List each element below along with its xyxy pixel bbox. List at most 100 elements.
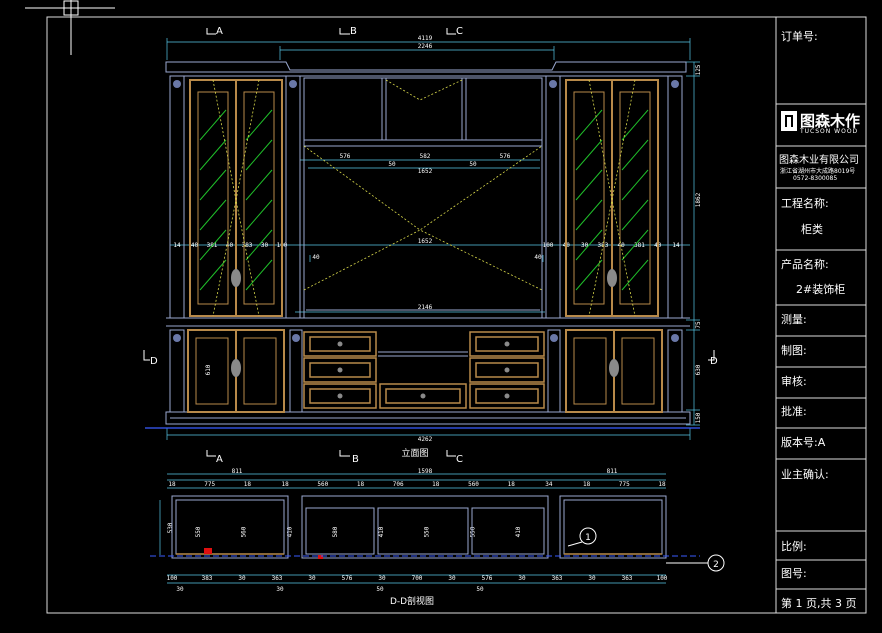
sec-top-row-value: 18 [281, 481, 289, 488]
marker-d-left: D [150, 356, 158, 367]
sec-bottom-row-value: 576 [342, 575, 353, 582]
scale-label: 比例: [781, 540, 807, 553]
approve-label: 批准: [781, 405, 807, 418]
left-row-dims-value: 30 [261, 242, 269, 249]
project-value: 柜类 [801, 223, 823, 236]
sec-bottom-sub-value: 30 [176, 586, 184, 593]
drafter-label: 制图: [781, 344, 807, 357]
sec-top-row-value: 775 [619, 481, 630, 488]
sec-bottom-row-value: 30 [518, 575, 526, 582]
left-row-dims-value: 40 [191, 242, 199, 249]
marker-c-bottom: C [456, 454, 463, 465]
project-label: 工程名称: [781, 197, 829, 210]
logo-subtext: TUCSON WOOD [800, 128, 859, 135]
marker-d-right: D [710, 356, 718, 367]
sec-heights-value: 410 [286, 526, 293, 537]
callout-1: 1 [585, 533, 591, 543]
sec-bottom-row-value: 30 [588, 575, 596, 582]
marker-a-top: A [216, 26, 223, 37]
sec-bottom-row-value: 363 [272, 575, 283, 582]
sec-top-row-value: 34 [545, 481, 553, 488]
right-row-dims-value: 30 [581, 242, 589, 249]
red-mark-1 [204, 548, 212, 554]
title-block-grid [776, 103, 866, 590]
sec-dim-top-right: 811 [607, 468, 618, 475]
sec-top-row-value: 18 [583, 481, 591, 488]
sec-bottom-row-value: 30 [308, 575, 316, 582]
sec-bottom-row-value: 30 [378, 575, 386, 582]
company-name: 图森木业有限公司 [779, 155, 859, 166]
drawing-no-label: 图号: [781, 567, 807, 580]
red-mark-2 [318, 555, 323, 559]
marker-c-top: C [456, 26, 463, 37]
dim-576-left: 576 [340, 153, 351, 160]
sec-bottom-row-value: 30 [238, 575, 246, 582]
sec-bottom-row-value: 576 [482, 575, 493, 582]
sec-heights-value: 580 [332, 526, 339, 537]
review-label: 审核: [781, 375, 807, 388]
logo-text: 图森木作 [800, 112, 861, 130]
marker-b-top: B [350, 26, 357, 37]
company-phone: 0572-8300085 [793, 175, 838, 182]
marker-a-bottom: A [216, 454, 223, 465]
sec-bottom-row-value: 30 [448, 575, 456, 582]
product-value: 2#装饰柜 [796, 283, 846, 296]
sec-top-row-value: 560 [468, 481, 479, 488]
marker-b-bottom: B [352, 454, 359, 465]
right-row-dims-value: 14 [672, 242, 680, 249]
sec-heights-value: 410 [515, 526, 522, 537]
sec-heights-value: 550 [424, 526, 431, 537]
dim-inner-mid: 2146 [418, 304, 433, 311]
dim-overall-top: 4119 [418, 35, 433, 42]
tucson-logo-icon [781, 111, 797, 131]
sec-bottom-row-value: 100 [167, 575, 178, 582]
elevation-title: 立面图 [401, 447, 428, 459]
version-label: 版本号:A [781, 436, 826, 449]
sec-bottom-sub: 30 30 50 50 [176, 586, 484, 593]
sec-bottom-sub-value: 30 [276, 586, 284, 593]
lower-left-doors [187, 329, 285, 413]
dim-left-610: 610 [205, 364, 212, 375]
dim-mid-40-right: 40 [534, 254, 542, 261]
owner-confirm-label: 业主确认: [781, 468, 829, 481]
sec-dim-left-530: 530 [167, 522, 174, 533]
sec-dim-top-left: 811 [232, 468, 243, 475]
measure-label: 测量: [781, 313, 807, 326]
drawing-frame [46, 16, 867, 614]
sec-top-row-value: 18 [508, 481, 516, 488]
sec-bottom-sub-value: 50 [476, 586, 484, 593]
sec-dim-top-overall: 1598 [418, 468, 433, 475]
dim-576-right: 576 [500, 153, 511, 160]
sec-top-row-value: 18 [357, 481, 365, 488]
left-row-dims-value: 14 [173, 242, 181, 249]
dim-inner-top: 2246 [418, 43, 433, 50]
dim-right-75: 75 [695, 321, 702, 329]
order-no-label: 订单号: [781, 30, 818, 43]
center-drawers [303, 331, 545, 409]
sec-heights-value: 410 [378, 526, 385, 537]
dim-right-125: 125 [695, 64, 702, 75]
sec-top-row-value: 560 [317, 481, 328, 488]
sec-top-row-value: 18 [244, 481, 252, 488]
sec-bottom-sub-value: 50 [376, 586, 384, 593]
dim-right-150: 150 [695, 412, 702, 423]
dim-overall-bottom: 4262 [418, 436, 433, 443]
dim-582: 582 [420, 153, 431, 160]
section-title: D-D剖视图 [390, 595, 434, 607]
crosshair-cursor-icon [25, 0, 115, 55]
sec-bottom-row-value: 363 [622, 575, 633, 582]
sec-top-row-value: 706 [393, 481, 404, 488]
sec-top-row-value: 18 [658, 481, 666, 488]
page-label: 第 1 页,共 3 页 [781, 597, 857, 610]
elevation-view: 4119 2246 4262 2146 1652 1652 576 50 582… [143, 26, 718, 465]
right-row-dims-value: 100 [543, 242, 554, 249]
sec-top-row-value: 18 [432, 481, 440, 488]
sec-bottom-row-value: 700 [412, 575, 423, 582]
sec-heights-value: 560 [241, 526, 248, 537]
dim-50-left: 50 [388, 161, 396, 168]
sec-bottom-row-value: 383 [202, 575, 213, 582]
